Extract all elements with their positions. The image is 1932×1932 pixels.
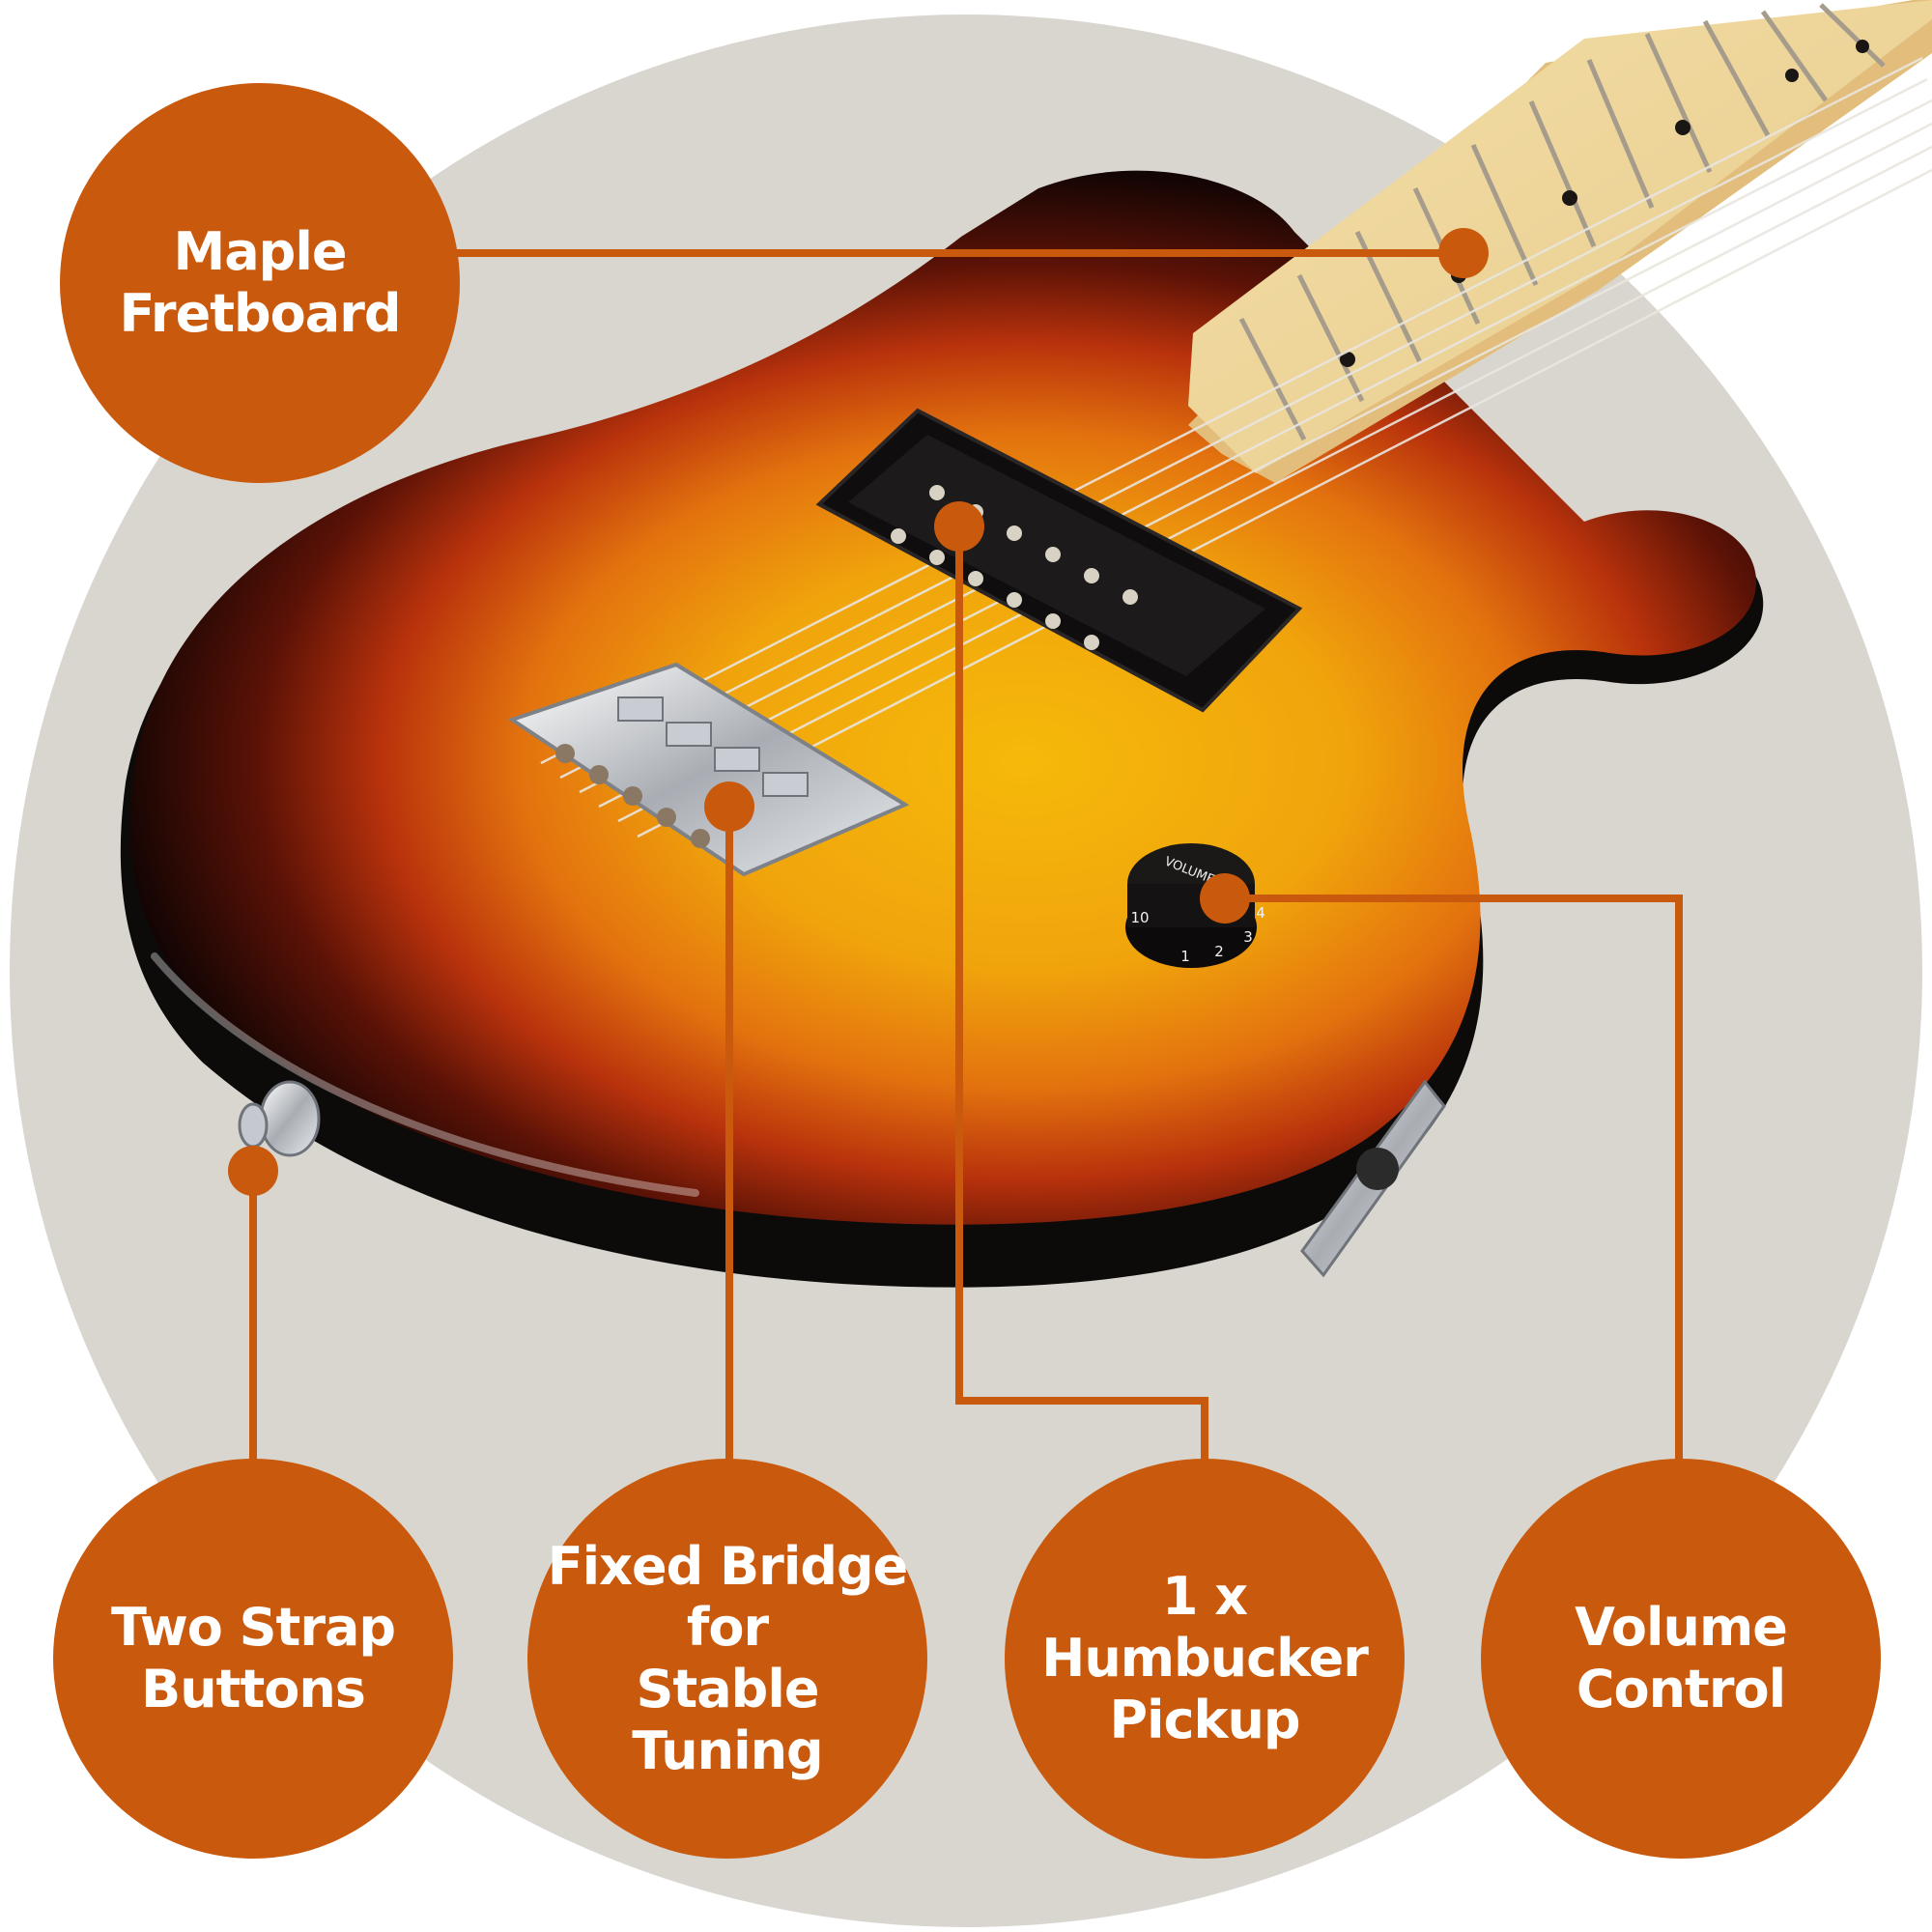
callout-label-bridge: Fixed Bridge for Stable Tuning [547, 1535, 909, 1781]
callout-volume-control: Volume Control [1481, 1459, 1881, 1859]
output-jack [1300, 1079, 1446, 1278]
leader-dot-fretboard [1438, 228, 1489, 278]
maple-fretboard [1188, 0, 1932, 473]
humbucker-pickup [815, 408, 1303, 713]
leader-dots [228, 228, 1489, 1196]
callout-maple-fretboard: Maple Fretboard [60, 83, 460, 483]
leader-line-pickup [955, 526, 1208, 1463]
strap-button [238, 1080, 321, 1157]
leader-line-volume [1225, 895, 1683, 1463]
callout-label-volume: Volume Control [1575, 1597, 1788, 1719]
leader-dot-pickup [934, 501, 984, 552]
leader-dot-strap [228, 1146, 278, 1196]
callout-label-fretboard: Maple Fretboard [119, 221, 402, 344]
knob-number: 10 [1130, 909, 1149, 926]
knob-number: 3 [1243, 928, 1253, 946]
strings [540, 56, 1932, 838]
leader-lines [249, 249, 1683, 1463]
callout-strap-buttons: Two Strap Buttons [53, 1459, 453, 1859]
callout-label-strap: Two Strap Buttons [110, 1597, 396, 1719]
body-gloss [151, 952, 699, 1197]
leader-dot-volume [1200, 873, 1250, 923]
leader-dot-bridge [704, 781, 754, 832]
callout-label-pickup: 1 x Humbucker Pickup [1041, 1566, 1369, 1750]
knob-number: 2 [1214, 943, 1224, 960]
fret-markers [1340, 40, 1869, 367]
knob-number: 4 [1256, 904, 1265, 922]
knob-number: 1 [1180, 948, 1190, 965]
callout-fixed-bridge: Fixed Bridge for Stable Tuning [527, 1459, 927, 1859]
callout-humbucker-pickup: 1 x Humbucker Pickup [1005, 1459, 1405, 1859]
fixed-bridge [507, 662, 910, 877]
